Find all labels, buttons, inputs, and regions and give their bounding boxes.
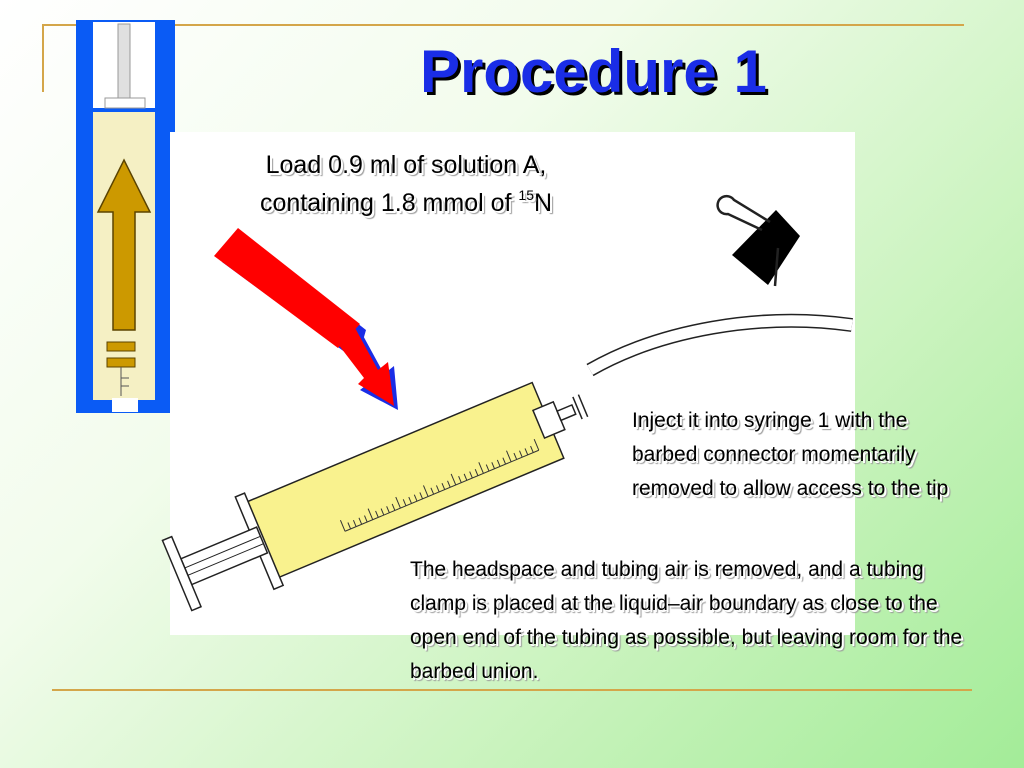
scale-tick	[339, 520, 346, 532]
scale-tick	[485, 464, 490, 472]
scale-tick	[367, 508, 374, 520]
scale-tick	[408, 496, 412, 504]
tubing	[586, 313, 853, 377]
scale-tick	[530, 445, 534, 453]
cylinder-icon	[76, 20, 175, 413]
pipette-arrow-icon	[214, 228, 398, 410]
scale-tick	[513, 452, 518, 460]
scale-tick	[352, 519, 357, 527]
scale-tick	[386, 506, 390, 513]
scale-tick	[358, 517, 363, 525]
scale-tick	[506, 450, 512, 462]
scale-tick	[419, 492, 424, 500]
scale-tick	[491, 462, 495, 469]
scale-tick	[524, 448, 529, 456]
scale-tick	[402, 499, 407, 506]
scale-tick	[478, 462, 484, 474]
isotope-mass: 15	[518, 187, 534, 203]
load-instruction: Load 0.9 ml of solution A, containing 1.…	[196, 146, 616, 222]
headspace-instruction: The headspace and tubing air is removed,…	[410, 558, 963, 683]
scale-tick	[436, 485, 440, 493]
scale-tick	[441, 482, 446, 490]
inject-instruction: Inject it into syringe 1 with the barbed…	[632, 409, 949, 500]
scale-tick	[430, 487, 435, 495]
scale-tick	[447, 480, 451, 488]
scale-tick	[469, 471, 473, 479]
scale-tick	[347, 522, 352, 530]
syringe-icon	[161, 381, 589, 612]
scale-tick	[413, 494, 418, 502]
scale-tick	[533, 438, 540, 451]
scale-tick	[364, 515, 368, 523]
scale-tick	[458, 475, 462, 483]
scale-tick	[474, 469, 479, 476]
scale-tick	[423, 485, 429, 497]
scale-baseline	[344, 449, 539, 532]
load-line-2: containing 1.8 mmol of	[259, 189, 519, 217]
scale-tick	[502, 457, 507, 465]
isotope-element: N	[534, 189, 553, 217]
up-arrow-icon	[96, 158, 152, 331]
scale-tick	[395, 496, 401, 509]
scale-tick	[496, 459, 501, 467]
left-rule	[42, 24, 44, 92]
binder-clip-icon	[716, 194, 800, 287]
scale-tick	[380, 508, 385, 516]
slide-title: Procedure 1	[420, 38, 767, 105]
top-rule	[42, 24, 964, 26]
scale-tick	[463, 473, 468, 481]
scale-tick	[375, 510, 379, 518]
syringe-scale	[339, 438, 540, 532]
scale-tick	[391, 503, 396, 511]
bottom-rule	[52, 689, 972, 691]
load-line-1: Load 0.9 ml of solution A,	[265, 151, 547, 179]
scale-tick	[519, 450, 523, 458]
scale-tick	[450, 473, 457, 486]
